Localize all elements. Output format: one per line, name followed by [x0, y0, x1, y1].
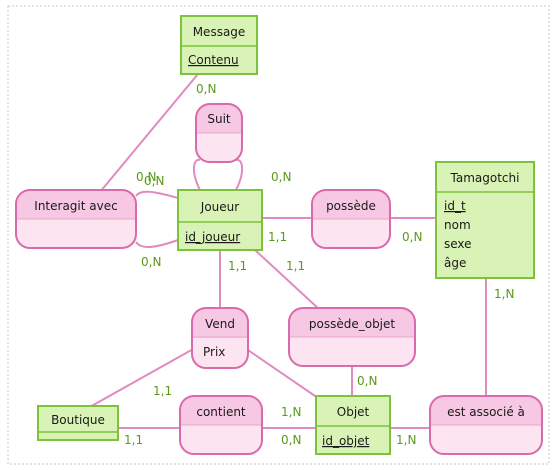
card-boutique-contient: 1,1: [124, 433, 143, 447]
card-joueur-possede: 1,1: [268, 230, 287, 244]
relation-vend-label: Vend: [205, 317, 235, 331]
entity-tamagotchi-attr-3: âge: [444, 256, 466, 270]
card-objet-est-associe: 1,N: [396, 433, 416, 447]
entity-tamagotchi-title: Tamagotchi: [450, 171, 520, 185]
entity-message-attr-0: Contenu: [188, 53, 239, 67]
entity-objet-attr-0: id_objet: [322, 434, 370, 448]
card-objet-contient-bottom: 0,N: [281, 433, 301, 447]
line-message-interagit: [99, 73, 199, 193]
card-joueur-interagit-top: 0,N: [136, 170, 156, 184]
card-joueur-possede-objet: 1,1: [286, 259, 305, 273]
card-joueur-vend: 1,1: [228, 259, 247, 273]
card-message-interagit: 0,N: [196, 82, 216, 96]
entity-objet[interactable]: Objet id_objet: [315, 395, 391, 455]
card-tamagotchi-possede: 0,N: [402, 230, 422, 244]
entity-message-title: Message: [193, 25, 246, 39]
line-vend-boutique: [87, 347, 196, 409]
entity-tamagotchi-attr-0: id_t: [444, 199, 466, 213]
relation-interagit-label: Interagit avec: [34, 199, 117, 213]
relation-est-associe-label: est associé à: [447, 405, 525, 419]
entity-tamagotchi-attr-1: nom: [444, 218, 471, 232]
entity-joueur-title: Joueur: [200, 200, 239, 214]
line-joueur-interagit-top: [135, 190, 179, 199]
entity-boutique-title: Boutique: [51, 413, 105, 427]
card-tamagotchi-est-associe: 1,N: [494, 287, 514, 301]
relation-possede-objet[interactable]: possède_objet: [288, 307, 416, 367]
card-joueur-interagit-bottom: 0,N: [141, 255, 161, 269]
card-boutique-vend: 1,1: [153, 384, 172, 398]
line-joueur-possede-objet: [254, 249, 321, 311]
line-suit-left: [193, 158, 201, 191]
relation-suit[interactable]: Suit: [195, 103, 243, 163]
relation-contient[interactable]: contient: [179, 395, 263, 455]
relation-est-associe[interactable]: est associé à: [429, 395, 543, 455]
relation-possede-label: possède: [326, 199, 376, 213]
relation-interagit-avec[interactable]: Interagit avec: [15, 189, 137, 249]
connections: [87, 73, 487, 429]
relation-vend-attr: Prix: [203, 345, 225, 359]
entity-objet-title: Objet: [337, 405, 370, 419]
relation-vend[interactable]: Vend Prix: [191, 307, 249, 369]
relation-possede-objet-label: possède_objet: [309, 317, 396, 331]
entity-boutique[interactable]: Boutique: [37, 405, 119, 441]
card-joueur-suit: 0,N: [271, 170, 291, 184]
card-objet-possede-objet: 0,N: [357, 374, 377, 388]
line-joueur-interagit-bottom: [135, 239, 179, 248]
entity-joueur-attr-0: id_joueur: [185, 230, 240, 244]
entity-joueur[interactable]: Joueur id_joueur: [177, 189, 263, 251]
card-objet-contient-top: 1,N: [281, 405, 301, 419]
relation-contient-label: contient: [196, 405, 246, 419]
entity-message[interactable]: Message Contenu: [180, 15, 258, 75]
entity-tamagotchi[interactable]: Tamagotchi id_t nom sexe âge: [435, 161, 535, 279]
card-joueur-interagit-top2: 0,N: [144, 174, 164, 188]
relation-suit-label: Suit: [207, 112, 231, 126]
cardinalities: 0,N 0,N 0,N 0,N 0,N 1,1 0,N 1,1 1,1 1,1 …: [124, 82, 514, 447]
relation-possede[interactable]: possède: [311, 189, 391, 249]
line-vend-objet: [244, 347, 319, 399]
line-suit-right: [235, 158, 243, 191]
entity-tamagotchi-attr-2: sexe: [444, 237, 472, 251]
